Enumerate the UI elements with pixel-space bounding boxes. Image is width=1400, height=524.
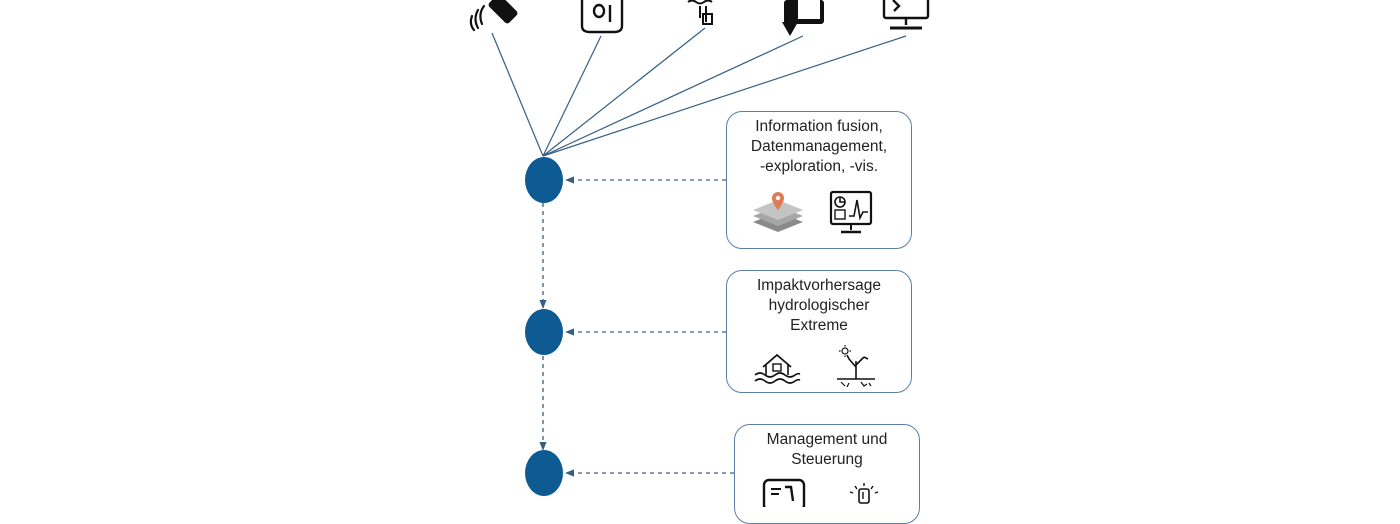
step-box-data-fusion: Information fusion, Datenmanagement, -ex… [726,111,912,249]
step-box-impact-forecast: Impaktvorhersage hydrologischer Extreme [726,270,912,393]
connector-smartphone [542,35,804,157]
step-line: Datenmanagement, [750,138,888,155]
source-connectors [491,27,907,157]
alarm-light-icon [849,483,879,504]
step-node-2 [525,309,563,355]
map-layers-icon [753,192,803,232]
connector-satellite [491,32,544,157]
connector-rain-gauge [542,35,602,157]
smartphone-icon [782,0,824,36]
step-node-1 [525,157,563,203]
satellite-icon [469,0,518,32]
step-line: Management und [766,431,888,448]
step-box-text: Management und Steuerung [735,425,919,470]
step-line: hydrologischer [768,297,870,314]
step-line: Impaktvorhersage [756,277,882,294]
connector-computer [542,35,907,157]
step-box-management: Management und Steuerung [734,424,920,524]
step-box-text: Information fusion, Datenmanagement, -ex… [727,112,911,177]
step-line: -exploration, -vis. [759,158,878,175]
step-box-text: Impaktvorhersage hydrologischer Extreme [727,271,911,336]
control-panel-icon [762,478,806,507]
flood-house-icon [754,353,801,384]
connector-water-level-sensor [542,27,706,157]
water-level-sensor-icon [687,0,713,25]
dashboard-monitor-icon [829,190,873,234]
drought-tree-icon [837,345,875,388]
rain-gauge-icon [580,0,624,34]
step-line: Information fusion, [755,118,883,135]
workflow-diagram [469,0,930,496]
computer-monitor-icon [882,0,930,30]
step-line: Steuerung [791,451,863,468]
step-line: Extreme [790,317,848,334]
step-node-3 [525,450,563,496]
